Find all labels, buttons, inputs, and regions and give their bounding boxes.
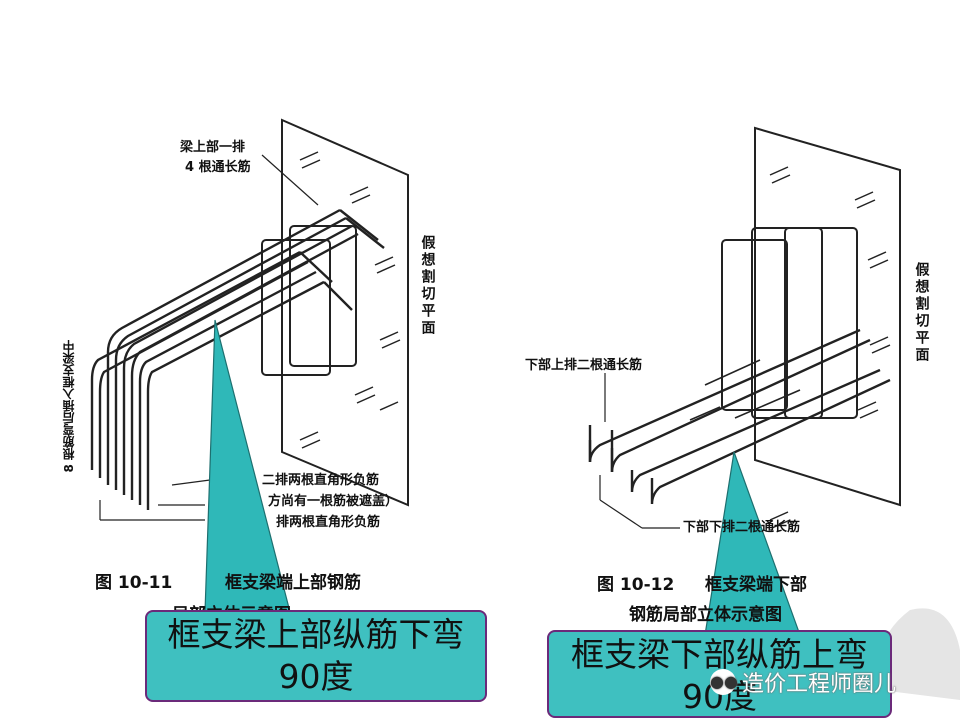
right-cutting-plane (754, 126, 901, 507)
right-callout-text: 框支梁下部纵筋上弯90度 (571, 635, 868, 717)
right-label-cutting-plane: 假想割切平面 (913, 262, 930, 364)
left-label-side: 8 根筋弯后插入框支梁中 (62, 340, 76, 473)
left-label-top-row-count: 4 根通长筋 (185, 160, 251, 175)
left-label-top-row: 梁上部一排 (180, 140, 246, 155)
watermark: ●●造价工程师圈儿 (710, 666, 896, 698)
right-label-lower-top: 下部上排二根通长筋 (525, 358, 643, 373)
right-stirrup-3 (784, 227, 858, 419)
left-callout-text: 框支梁上部纵筋下弯90度 (167, 615, 465, 697)
wechat-icon: ●● (710, 669, 738, 695)
left-label-row2a: 二排两根直角形负筋 (262, 473, 380, 488)
left-leader-lines (99, 154, 319, 521)
left-figure-caption-b: 框支梁端上部钢筋 (225, 573, 361, 593)
left-stirrup-2 (289, 225, 357, 367)
left-stirrup-1 (261, 239, 331, 376)
right-leader-lines (599, 373, 680, 529)
right-figure-caption: 图 10-12 (597, 575, 675, 595)
bg-cloud (878, 608, 960, 700)
left-cutting-plane (281, 118, 409, 507)
right-figure-caption-c: 钢筋局部立体示意图 (629, 605, 782, 625)
left-callout: 框支梁上部纵筋下弯90度 (145, 610, 487, 702)
left-diagram (90, 118, 409, 521)
left-label-cutting-plane: 假想割切平面 (419, 235, 436, 337)
watermark-text: 造价工程师圈儿 (742, 672, 897, 697)
right-lower-bars (588, 328, 891, 505)
right-figure-caption-b: 框支梁端下部 (705, 575, 807, 595)
right-diagram (588, 126, 901, 529)
left-figure-caption: 图 10-11 (95, 573, 173, 593)
left-bar-ends (299, 209, 385, 311)
left-label-row2c: 排两根直角形负筋 (276, 515, 381, 530)
right-label-lower-bottom: 下部下排二根通长筋 (683, 520, 801, 535)
left-label-row2b: 方尚有一根筋被遮盖） (268, 494, 399, 509)
right-plane-hatch (769, 166, 891, 529)
left-plane-hatch (299, 151, 401, 449)
left-bent-bars (90, 208, 359, 510)
right-crossbars (689, 359, 801, 421)
